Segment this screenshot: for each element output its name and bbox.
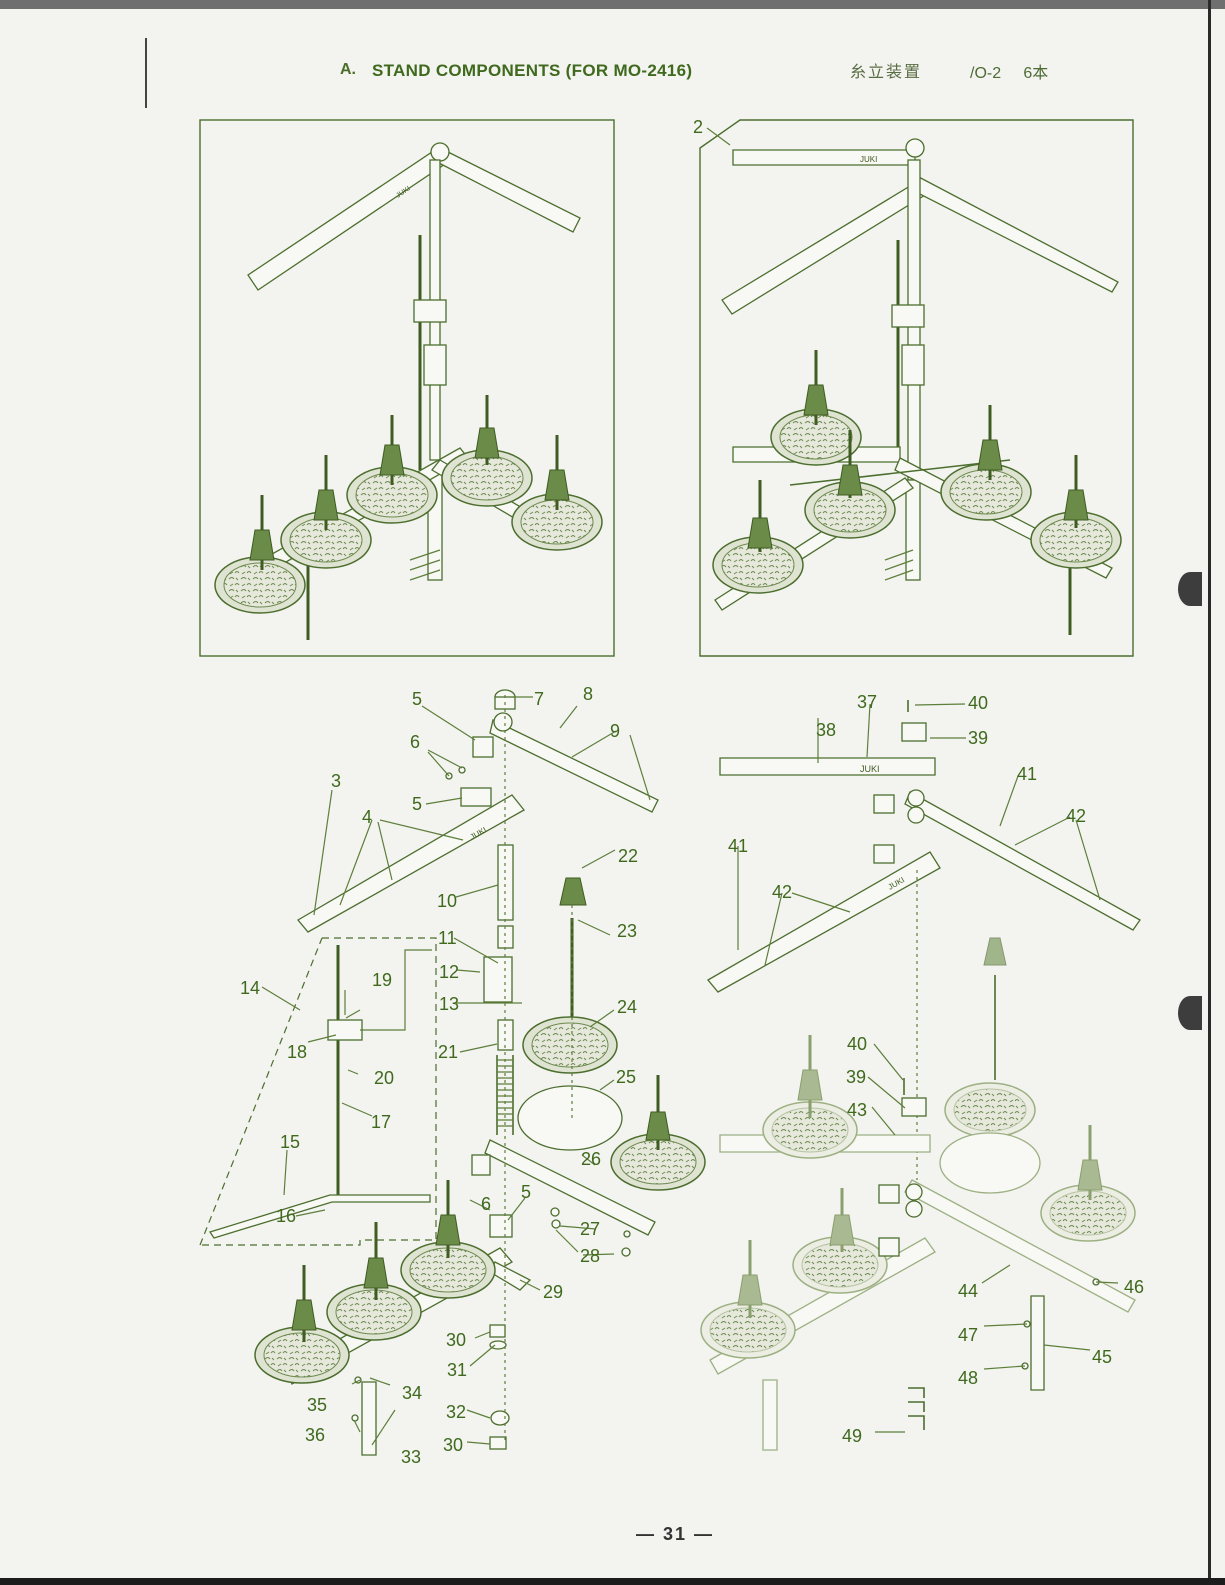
callout-label: 40: [847, 1034, 867, 1054]
callout-label: 6: [410, 732, 420, 752]
callout-label: 8: [583, 684, 593, 704]
callout-label: 27: [580, 1219, 600, 1239]
callout-label: 23: [617, 921, 637, 941]
callout-label: 9: [610, 721, 620, 741]
callout-label: 2: [693, 117, 703, 137]
callout-label: 41: [728, 836, 748, 856]
svg-text:JUKI: JUKI: [860, 764, 880, 774]
exploded-view-left: JUKI: [200, 684, 705, 1467]
callout-label: 48: [958, 1368, 978, 1388]
callout-label: 30: [443, 1435, 463, 1455]
callout-label: 31: [447, 1360, 467, 1380]
callout-label: 10: [437, 891, 457, 911]
callout-label: 32: [446, 1402, 466, 1422]
callout-label: 47: [958, 1325, 978, 1345]
callout-label: 19: [372, 970, 392, 990]
callout-label: 5: [412, 689, 422, 709]
callout-label: 17: [371, 1112, 391, 1132]
assembled-stand-left: JUKI: [200, 120, 614, 656]
callout-label: 42: [772, 882, 792, 902]
assembled-stand-right: 2 JUKI: [693, 117, 1133, 656]
callout-label: 7: [534, 689, 544, 709]
callout-label: 43: [847, 1100, 867, 1120]
callout-label: 16: [276, 1206, 296, 1226]
callout-label: 26: [581, 1149, 601, 1169]
callout-label: 30: [446, 1330, 466, 1350]
callout-label: 28: [580, 1246, 600, 1266]
callout-label: 44: [958, 1281, 978, 1301]
callout-label: 35: [307, 1395, 327, 1415]
callout-label: 29: [543, 1282, 563, 1302]
callout-label: 4: [362, 807, 372, 827]
callout-label: 24: [617, 997, 637, 1017]
callout-label: 38: [816, 720, 836, 740]
svg-text:JUKI: JUKI: [860, 155, 877, 164]
page-number: — 31 —: [0, 1524, 1225, 1545]
callout-label: 37: [857, 692, 877, 712]
callout-label: 13: [439, 994, 459, 1014]
callout-label: 39: [846, 1067, 866, 1087]
callout-label: 15: [280, 1132, 300, 1152]
callout-label: 22: [618, 846, 638, 866]
callout-label: 21: [438, 1042, 458, 1062]
callout-label: 36: [305, 1425, 325, 1445]
callout-label: 39: [968, 728, 988, 748]
callout-label: 12: [439, 962, 459, 982]
callout-label: 40: [968, 693, 988, 713]
callout-label: 14: [240, 978, 260, 998]
callout-label: 42: [1066, 806, 1086, 826]
callout-label: 5: [521, 1182, 531, 1202]
callout-label: 6: [481, 1194, 491, 1214]
callout-label: 11: [438, 928, 457, 948]
callout-label: 46: [1124, 1277, 1144, 1297]
callout-label: 41: [1017, 764, 1037, 784]
callout-label: 18: [287, 1042, 307, 1062]
callout-label: 20: [374, 1068, 394, 1088]
callout-label: 25: [616, 1067, 636, 1087]
exploded-view-right: JUKI JUKI: [701, 692, 1144, 1450]
callout-label: 49: [842, 1426, 862, 1446]
callout-label: 33: [401, 1447, 421, 1467]
callout-label: 45: [1092, 1347, 1112, 1367]
callout-label: 34: [402, 1383, 422, 1403]
callout-label: 5: [412, 794, 422, 814]
callout-label: 3: [331, 771, 341, 791]
